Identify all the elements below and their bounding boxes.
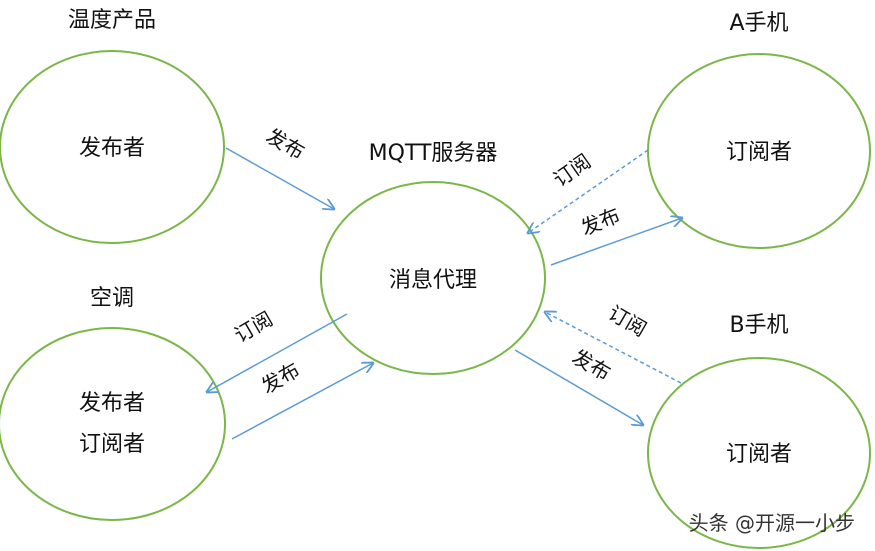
- node-phone-b: [647, 357, 871, 549]
- phone-b-role: 订阅者: [726, 442, 792, 467]
- edge-label-b-subscribe: 订阅: [604, 301, 651, 342]
- edge-label-a-subscribe: 订阅: [549, 149, 596, 192]
- phone-a-role: 订阅者: [726, 140, 792, 165]
- node-temp-product: [0, 50, 225, 244]
- phone-b-title: B手机: [729, 313, 788, 338]
- air-conditioner-role-subscriber: 订阅者: [79, 432, 145, 457]
- node-air-conditioner: [0, 327, 226, 521]
- air-conditioner-title: 空调: [90, 286, 134, 311]
- air-conditioner-role-publisher: 发布者: [79, 391, 145, 416]
- watermark: 头条 @开源一小步: [689, 511, 855, 535]
- broker-role: 消息代理: [389, 268, 477, 293]
- arrow-b-publish: [514, 349, 643, 425]
- temp-product-title: 温度产品: [68, 8, 156, 33]
- edge-label-temp-publish: 发布: [262, 124, 309, 165]
- edge-label-b-publish: 发布: [568, 345, 615, 386]
- arrow-ac-subscribe: [207, 313, 348, 392]
- temp-product-role: 发布者: [79, 136, 145, 161]
- edge-label-a-publish: 发布: [577, 203, 623, 240]
- node-phone-a: [647, 53, 871, 249]
- phone-a-title: A手机: [729, 11, 788, 36]
- arrow-a-subscribe: [528, 149, 649, 233]
- node-broker: [320, 181, 546, 375]
- arrow-ac-publish: [231, 363, 373, 440]
- arrow-temp-publish: [225, 147, 334, 209]
- edge-label-ac-publish: 发布: [257, 358, 304, 399]
- edge-label-ac-subscribe: 订阅: [230, 307, 277, 348]
- arrow-a-publish: [550, 218, 682, 266]
- arrow-b-subscribe: [545, 312, 682, 384]
- broker-title: MQTT服务器: [369, 141, 498, 166]
